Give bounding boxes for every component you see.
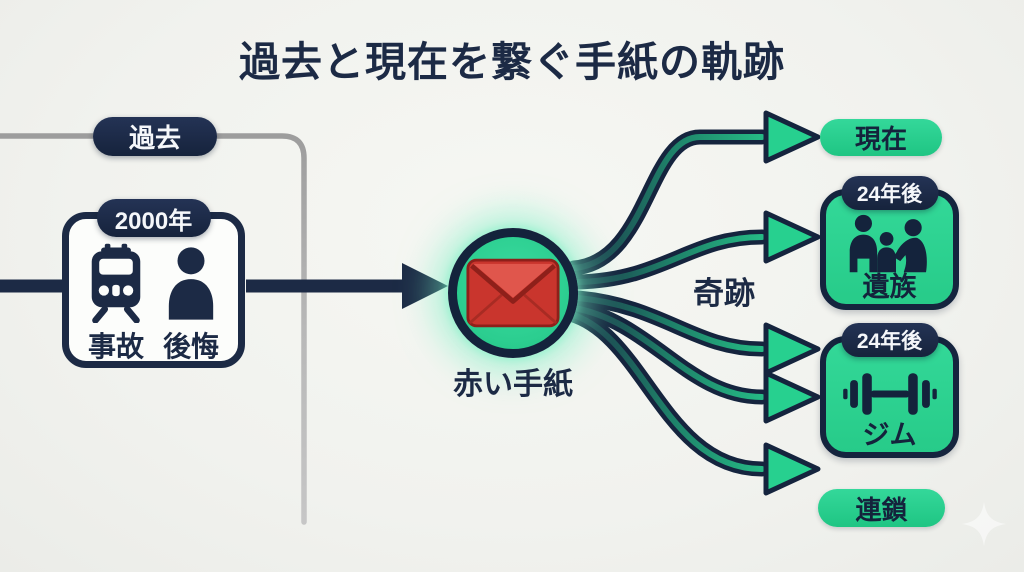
branch-to-now bbox=[571, 134, 765, 271]
dumbbell-icon bbox=[842, 373, 937, 415]
dumbbell-icon-wrap bbox=[841, 366, 939, 422]
years-later-label: 24年後 bbox=[856, 183, 923, 206]
outcome-family-card: 24年後 遺族 bbox=[820, 176, 959, 310]
years-later-badge: 24年後 bbox=[841, 323, 938, 357]
letter-label: 赤い手紙 bbox=[453, 368, 573, 401]
outcome-gym-card: 24年後 ジム bbox=[820, 323, 959, 458]
letter-node bbox=[448, 228, 578, 358]
past-label-pill: 過去 bbox=[93, 117, 217, 156]
train-icon bbox=[91, 243, 141, 323]
event-item-regret: 後悔 bbox=[163, 243, 219, 365]
outcome-now-label: 現在 bbox=[854, 124, 907, 154]
branch-to-chain bbox=[567, 311, 765, 472]
branch-to-family bbox=[575, 234, 765, 285]
event-item-accident: 事故 bbox=[88, 243, 144, 365]
arrowhead-now bbox=[763, 110, 821, 164]
years-later-badge: 24年後 bbox=[841, 176, 938, 210]
red-envelope-icon bbox=[466, 258, 560, 328]
branch-to-gym-upper bbox=[575, 295, 765, 352]
outcome-gym-label: ジム bbox=[862, 420, 917, 450]
sparkle-icon bbox=[962, 502, 1006, 546]
branch-to-gym-lower bbox=[571, 305, 765, 400]
family-icon-wrap bbox=[845, 212, 935, 274]
arrowhead-gym-lower bbox=[763, 370, 821, 424]
outcome-family-label: 遺族 bbox=[862, 272, 917, 302]
event-items: 事故 後悔 bbox=[69, 243, 238, 365]
arrow-to-letter-head bbox=[402, 263, 448, 309]
outcome-chain-label: 連鎖 bbox=[855, 494, 908, 525]
past-frame-line bbox=[0, 133, 307, 525]
past-label: 過去 bbox=[128, 123, 181, 153]
outcome-now-pill: 現在 bbox=[820, 119, 942, 156]
family-icon bbox=[849, 214, 927, 273]
year-badge-label: 2000年 bbox=[114, 207, 193, 235]
event-card-2000: 2000年 bbox=[62, 199, 245, 368]
event-item-label: 事故 bbox=[87, 331, 144, 362]
arrowhead-chain bbox=[763, 442, 821, 496]
event-item-label: 後悔 bbox=[162, 331, 219, 362]
year-badge: 2000年 bbox=[96, 199, 211, 237]
arrowhead-family bbox=[763, 210, 821, 264]
branch-label: 奇跡 bbox=[693, 276, 755, 311]
arrowhead-gym-upper bbox=[763, 322, 821, 376]
outcome-chain-pill: 連鎖 bbox=[818, 489, 945, 527]
person-icon bbox=[168, 247, 214, 320]
years-later-label: 24年後 bbox=[856, 330, 923, 353]
page-title: 過去と現在を繋ぐ手紙の軌跡 bbox=[239, 39, 785, 85]
